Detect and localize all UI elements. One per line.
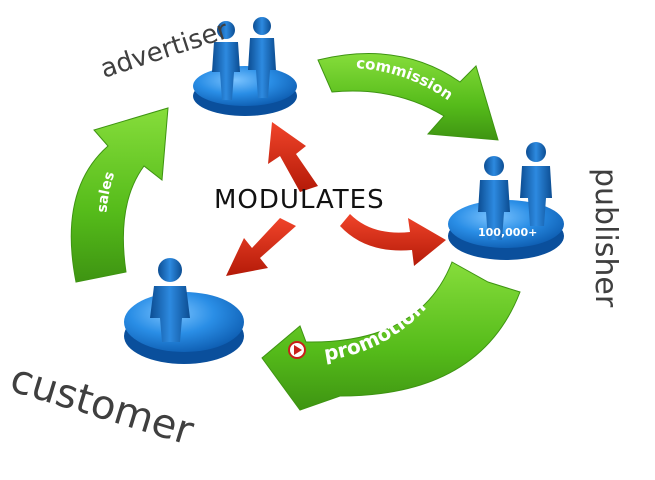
publisher-node: 100,000+ <box>448 142 564 260</box>
commission-arrow: commission <box>317 53 499 141</box>
advertiser-figures-icon <box>212 17 276 100</box>
center-label: MODULATES <box>214 185 385 215</box>
red-arrow-to-publisher <box>340 214 446 266</box>
sales-arrow: sales <box>70 107 169 283</box>
red-arrow-to-customer <box>226 218 296 276</box>
play-icon <box>288 341 306 359</box>
customer-node <box>124 258 244 364</box>
publisher-label: publisher <box>588 168 623 308</box>
publisher-figures-icon <box>478 142 552 240</box>
publisher-count: 100,000+ <box>478 226 537 239</box>
red-arrow-to-advertiser <box>268 122 318 192</box>
customer-figure-icon <box>150 258 190 342</box>
advertiser-node <box>193 17 297 116</box>
customer-label: customer <box>5 356 199 455</box>
promotion-arrow: promotion <box>261 261 521 411</box>
